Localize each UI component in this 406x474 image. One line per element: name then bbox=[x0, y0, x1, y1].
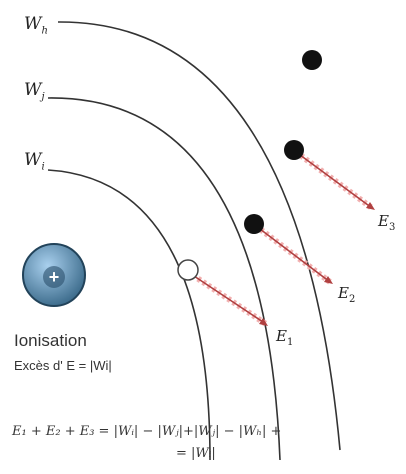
nucleus-plus-sign: + bbox=[49, 267, 60, 287]
shell-label-wh: Wh bbox=[24, 14, 48, 36]
photon-label-e3: E3 bbox=[378, 212, 395, 233]
photon-label-e1: E1 bbox=[276, 327, 293, 348]
shell-arc-wi bbox=[47, 169, 211, 461]
shell-label-wi-main: W bbox=[24, 150, 42, 170]
shell-label-wj: Wj bbox=[24, 80, 45, 102]
photon-e2 bbox=[254, 223, 333, 285]
photon-e3 bbox=[294, 149, 375, 211]
shell-label-wj-sub: j bbox=[41, 91, 45, 103]
electron-shell-wh bbox=[284, 140, 304, 160]
shell-label-wi: Wi bbox=[24, 150, 45, 172]
photon-label-e2-sub: 2 bbox=[348, 294, 356, 305]
photon-e1 bbox=[186, 269, 268, 327]
shell-label-wh-sub: h bbox=[41, 25, 48, 37]
electron-free bbox=[302, 50, 322, 70]
energy-sum-formula: E₁ + E₂ + E₃ = |Wᵢ| − |Wⱼ|+|Wⱼ| − |Wₕ| + bbox=[12, 424, 282, 439]
photon-label-e3-sub: 3 bbox=[388, 222, 396, 233]
excess-energy-label: Excès d' E = |Wi| bbox=[14, 358, 112, 373]
photon-label-e3-main: E bbox=[378, 212, 389, 230]
electron-shell-wj bbox=[244, 214, 264, 234]
energy-sum-result: = |Wᵢ| bbox=[176, 446, 216, 461]
shell-label-wj-main: W bbox=[24, 80, 42, 100]
photon-label-e1-sub: 1 bbox=[286, 337, 294, 348]
shell-arc-wh bbox=[57, 21, 341, 451]
photon-label-e2-main: E bbox=[338, 284, 349, 302]
ionisation-label: Ionisation bbox=[14, 331, 87, 350]
shell-arc-wj bbox=[47, 97, 281, 461]
photon-label-e2: E2 bbox=[338, 284, 355, 305]
photon-label-e1-main: E bbox=[276, 327, 287, 345]
shell-label-wh-main: W bbox=[24, 14, 42, 34]
vacancy-hole bbox=[177, 259, 199, 281]
shell-label-wi-sub: i bbox=[41, 161, 45, 173]
nucleus-center bbox=[43, 266, 65, 288]
